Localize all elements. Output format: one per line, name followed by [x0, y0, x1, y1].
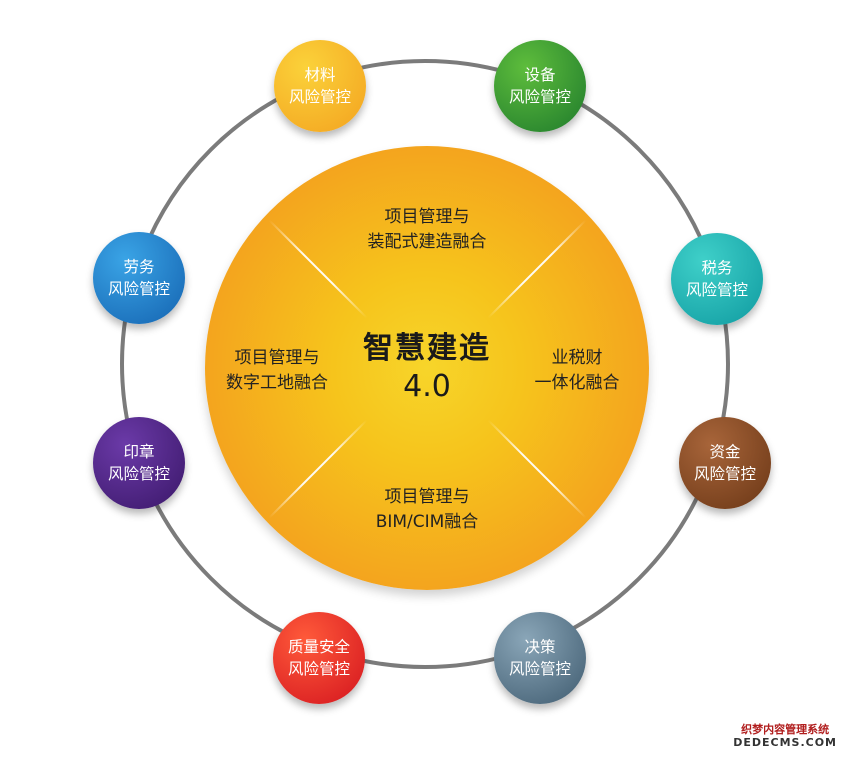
center-circle — [205, 146, 649, 590]
node-tax-subtitle: 风险管控 — [685, 281, 748, 299]
node-materials-subtitle: 风险管控 — [288, 88, 351, 106]
center-title-version: 4.0 — [403, 369, 451, 404]
node-decision-title: 决策 — [524, 638, 556, 656]
node-quality-safety-title: 质量安全 — [287, 638, 350, 656]
node-equipment-subtitle: 风险管控 — [508, 88, 571, 106]
quadrant-right-line2: 一体化融合 — [534, 373, 620, 393]
node-seal-title: 印章 — [123, 443, 155, 461]
quadrant-right: 业税财 一体化融合 — [535, 346, 620, 396]
quadrant-left-line2: 数字工地融合 — [226, 373, 328, 393]
node-tax-title: 税务 — [701, 259, 733, 277]
quadrant-top-line1: 项目管理与 — [384, 207, 470, 227]
watermark-line2: DEDECMS.COM — [733, 736, 837, 749]
node-funds: 资金 风险管控 — [679, 417, 771, 509]
node-funds-subtitle: 风险管控 — [693, 465, 756, 483]
node-decision: 决策 风险管控 — [494, 612, 586, 704]
node-quality-safety-subtitle: 风险管控 — [287, 660, 350, 678]
center-title-main: 智慧建造 — [363, 331, 491, 366]
node-labor-subtitle: 风险管控 — [107, 280, 170, 298]
quadrant-bottom: 项目管理与 BIM/CIM融合 — [376, 485, 479, 535]
quadrant-bottom-line2: BIM/CIM融合 — [375, 512, 479, 532]
node-labor: 劳务 风险管控 — [93, 232, 185, 324]
watermark-logo: 织梦内容管理系统 DEDECMS.COM — [733, 723, 837, 749]
node-equipment: 设备 风险管控 — [494, 40, 586, 132]
node-funds-title: 资金 — [709, 443, 741, 461]
node-labor-title: 劳务 — [123, 258, 155, 276]
node-tax: 税务 风险管控 — [671, 233, 763, 325]
node-materials-title: 材料 — [304, 66, 336, 84]
node-decision-subtitle: 风险管控 — [508, 660, 571, 678]
watermark-line1: 织梦内容管理系统 — [741, 723, 830, 736]
node-seal-subtitle: 风险管控 — [107, 465, 170, 483]
quadrant-right-line1: 业税财 — [551, 348, 603, 368]
node-quality-safety: 质量安全 风险管控 — [273, 612, 365, 704]
quadrant-left: 项目管理与 数字工地融合 — [226, 346, 328, 396]
outer-ring — [120, 59, 730, 669]
node-seal: 印章 风险管控 — [93, 417, 185, 509]
node-equipment-title: 设备 — [524, 66, 556, 84]
quadrant-bottom-line1: 项目管理与 — [384, 487, 470, 507]
quadrant-top-line2: 装配式建造融合 — [367, 232, 487, 252]
quadrant-left-line1: 项目管理与 — [234, 348, 320, 368]
node-materials: 材料 风险管控 — [274, 40, 366, 132]
center-title: 智慧建造 4.0 — [363, 330, 491, 406]
quadrant-top: 项目管理与 装配式建造融合 — [368, 205, 487, 255]
